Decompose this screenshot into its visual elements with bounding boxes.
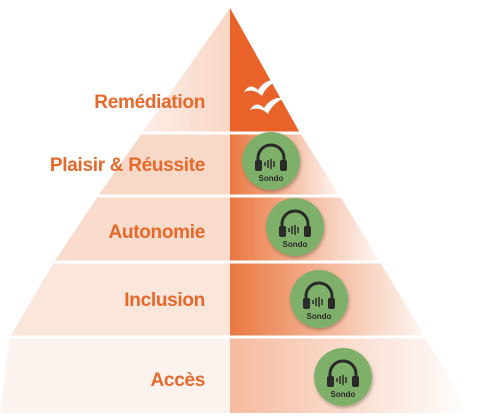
level-label-inclusion: Inclusion: [124, 290, 205, 311]
pyramid-left-half: [10, 8, 230, 337]
tier-remediation-left: [142, 8, 230, 133]
tier-separators: [10, 131, 430, 339]
birds-icon: [244, 79, 284, 114]
tier-autonomie-left: [54, 196, 230, 262]
sondo-badge-autonomie: Sondo: [266, 198, 324, 256]
headphones-icon: Sondo: [242, 132, 300, 190]
sondo-badge-text: Sondo: [283, 240, 308, 249]
headphones-icon: Sondo: [314, 348, 372, 406]
tier-plaisir-left: [98, 133, 230, 196]
sondo-badge-text: Sondo: [259, 174, 284, 183]
tier-acces-left-base: [0, 337, 230, 413]
level-label-remediation: Remédiation: [94, 92, 205, 113]
sondo-badge-text: Sondo: [331, 390, 356, 399]
tier-remediation-right: [230, 8, 300, 133]
headphones-icon: Sondo: [290, 270, 348, 328]
sondo-badge-acces: Sondo: [314, 348, 372, 406]
sondo-badge-inclusion: Sondo: [290, 270, 348, 328]
level-label-autonomie: Autonomie: [108, 222, 205, 243]
sondo-badge-plaisir: Sondo: [242, 132, 300, 190]
headphones-icon: Sondo: [266, 198, 324, 256]
sondo-badge-text: Sondo: [307, 312, 332, 321]
level-label-acces: Accès: [150, 370, 206, 391]
level-label-plaisir-reussite: Plaisir & Réussite: [49, 155, 205, 176]
tier-inclusion-left: [10, 262, 230, 337]
